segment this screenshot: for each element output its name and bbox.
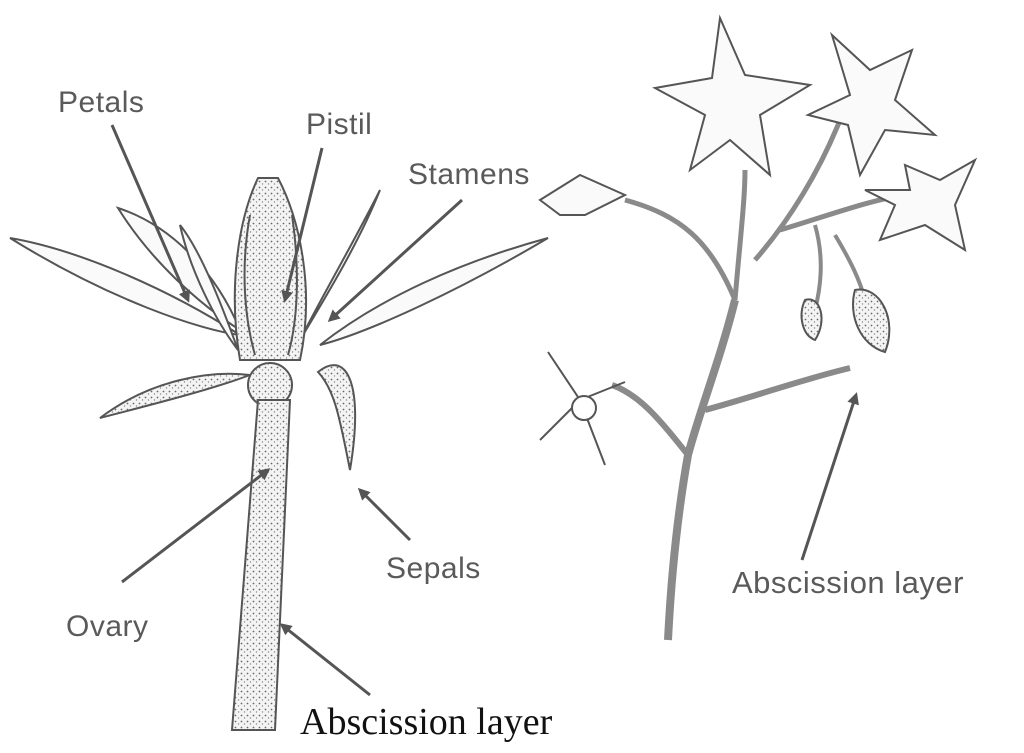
bud-branch-1 xyxy=(815,225,821,310)
left-drooping-flower xyxy=(540,175,625,215)
upper-right-branch xyxy=(755,120,840,260)
bud-2 xyxy=(853,290,889,352)
petals-label: Petals xyxy=(58,86,144,120)
right-flower xyxy=(865,160,975,250)
right-inflorescence-drawing xyxy=(540,18,975,640)
bud-1 xyxy=(802,299,822,340)
left-flower-drawing xyxy=(10,178,548,730)
top-flower xyxy=(655,18,810,175)
flower-stalk xyxy=(232,400,290,730)
abscission-right-pointer xyxy=(802,395,856,560)
ovary-label: Ovary xyxy=(66,610,149,644)
small-fruit xyxy=(572,396,596,420)
right-long-leaf xyxy=(320,238,548,345)
pistil-label: Pistil xyxy=(306,108,372,142)
right-branch xyxy=(705,368,850,410)
sepal-right xyxy=(318,365,355,470)
sepals-label: Sepals xyxy=(386,552,481,586)
abscission-layer-right-label: Abscission layer xyxy=(732,565,964,601)
upper-left-branch xyxy=(625,200,735,300)
left-branch xyxy=(612,385,688,455)
sepal-left xyxy=(100,374,250,418)
upper-center-branch xyxy=(735,170,745,300)
abscission-bottom-pointer xyxy=(282,625,370,695)
abscission-layer-bottom-label: Abscission layer xyxy=(300,700,552,744)
main-stem xyxy=(668,300,735,640)
stamens-label: Stamens xyxy=(408,158,530,192)
sepals-pointer xyxy=(360,490,410,540)
